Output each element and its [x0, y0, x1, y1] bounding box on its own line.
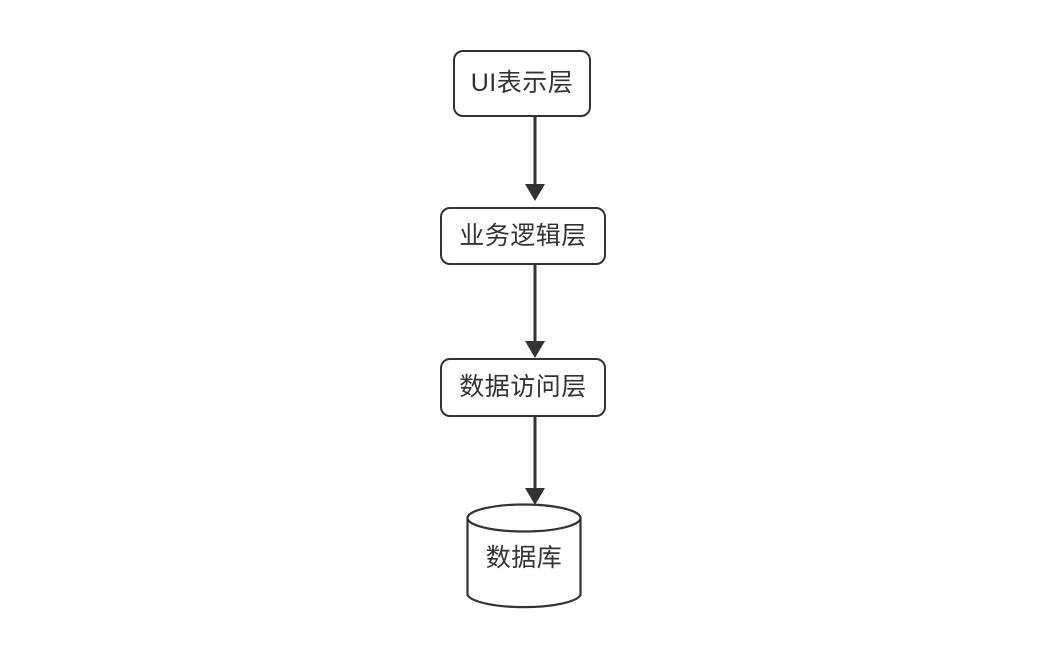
- cylinder-top-ellipse: [466, 503, 582, 533]
- edge-business-to-dataaccess: [523, 265, 547, 358]
- node-ui-presentation-layer[interactable]: UI表示层: [453, 50, 591, 117]
- edge-dataaccess-to-database: [523, 417, 547, 505]
- arrowhead-icon: [525, 341, 545, 358]
- node-business-logic-layer[interactable]: 业务逻辑层: [440, 207, 606, 265]
- cylinder-body: [466, 518, 582, 609]
- node-label: 数据访问层: [459, 373, 587, 401]
- arrowhead-icon: [525, 184, 545, 201]
- node-label: UI表示层: [470, 69, 574, 97]
- edge-ui-to-business: [523, 117, 547, 201]
- node-label: 业务逻辑层: [459, 221, 587, 250]
- arrowhead-icon: [525, 488, 545, 505]
- node-database[interactable]: 数据库: [466, 492, 582, 610]
- node-data-access-layer[interactable]: 数据访问层: [440, 358, 606, 417]
